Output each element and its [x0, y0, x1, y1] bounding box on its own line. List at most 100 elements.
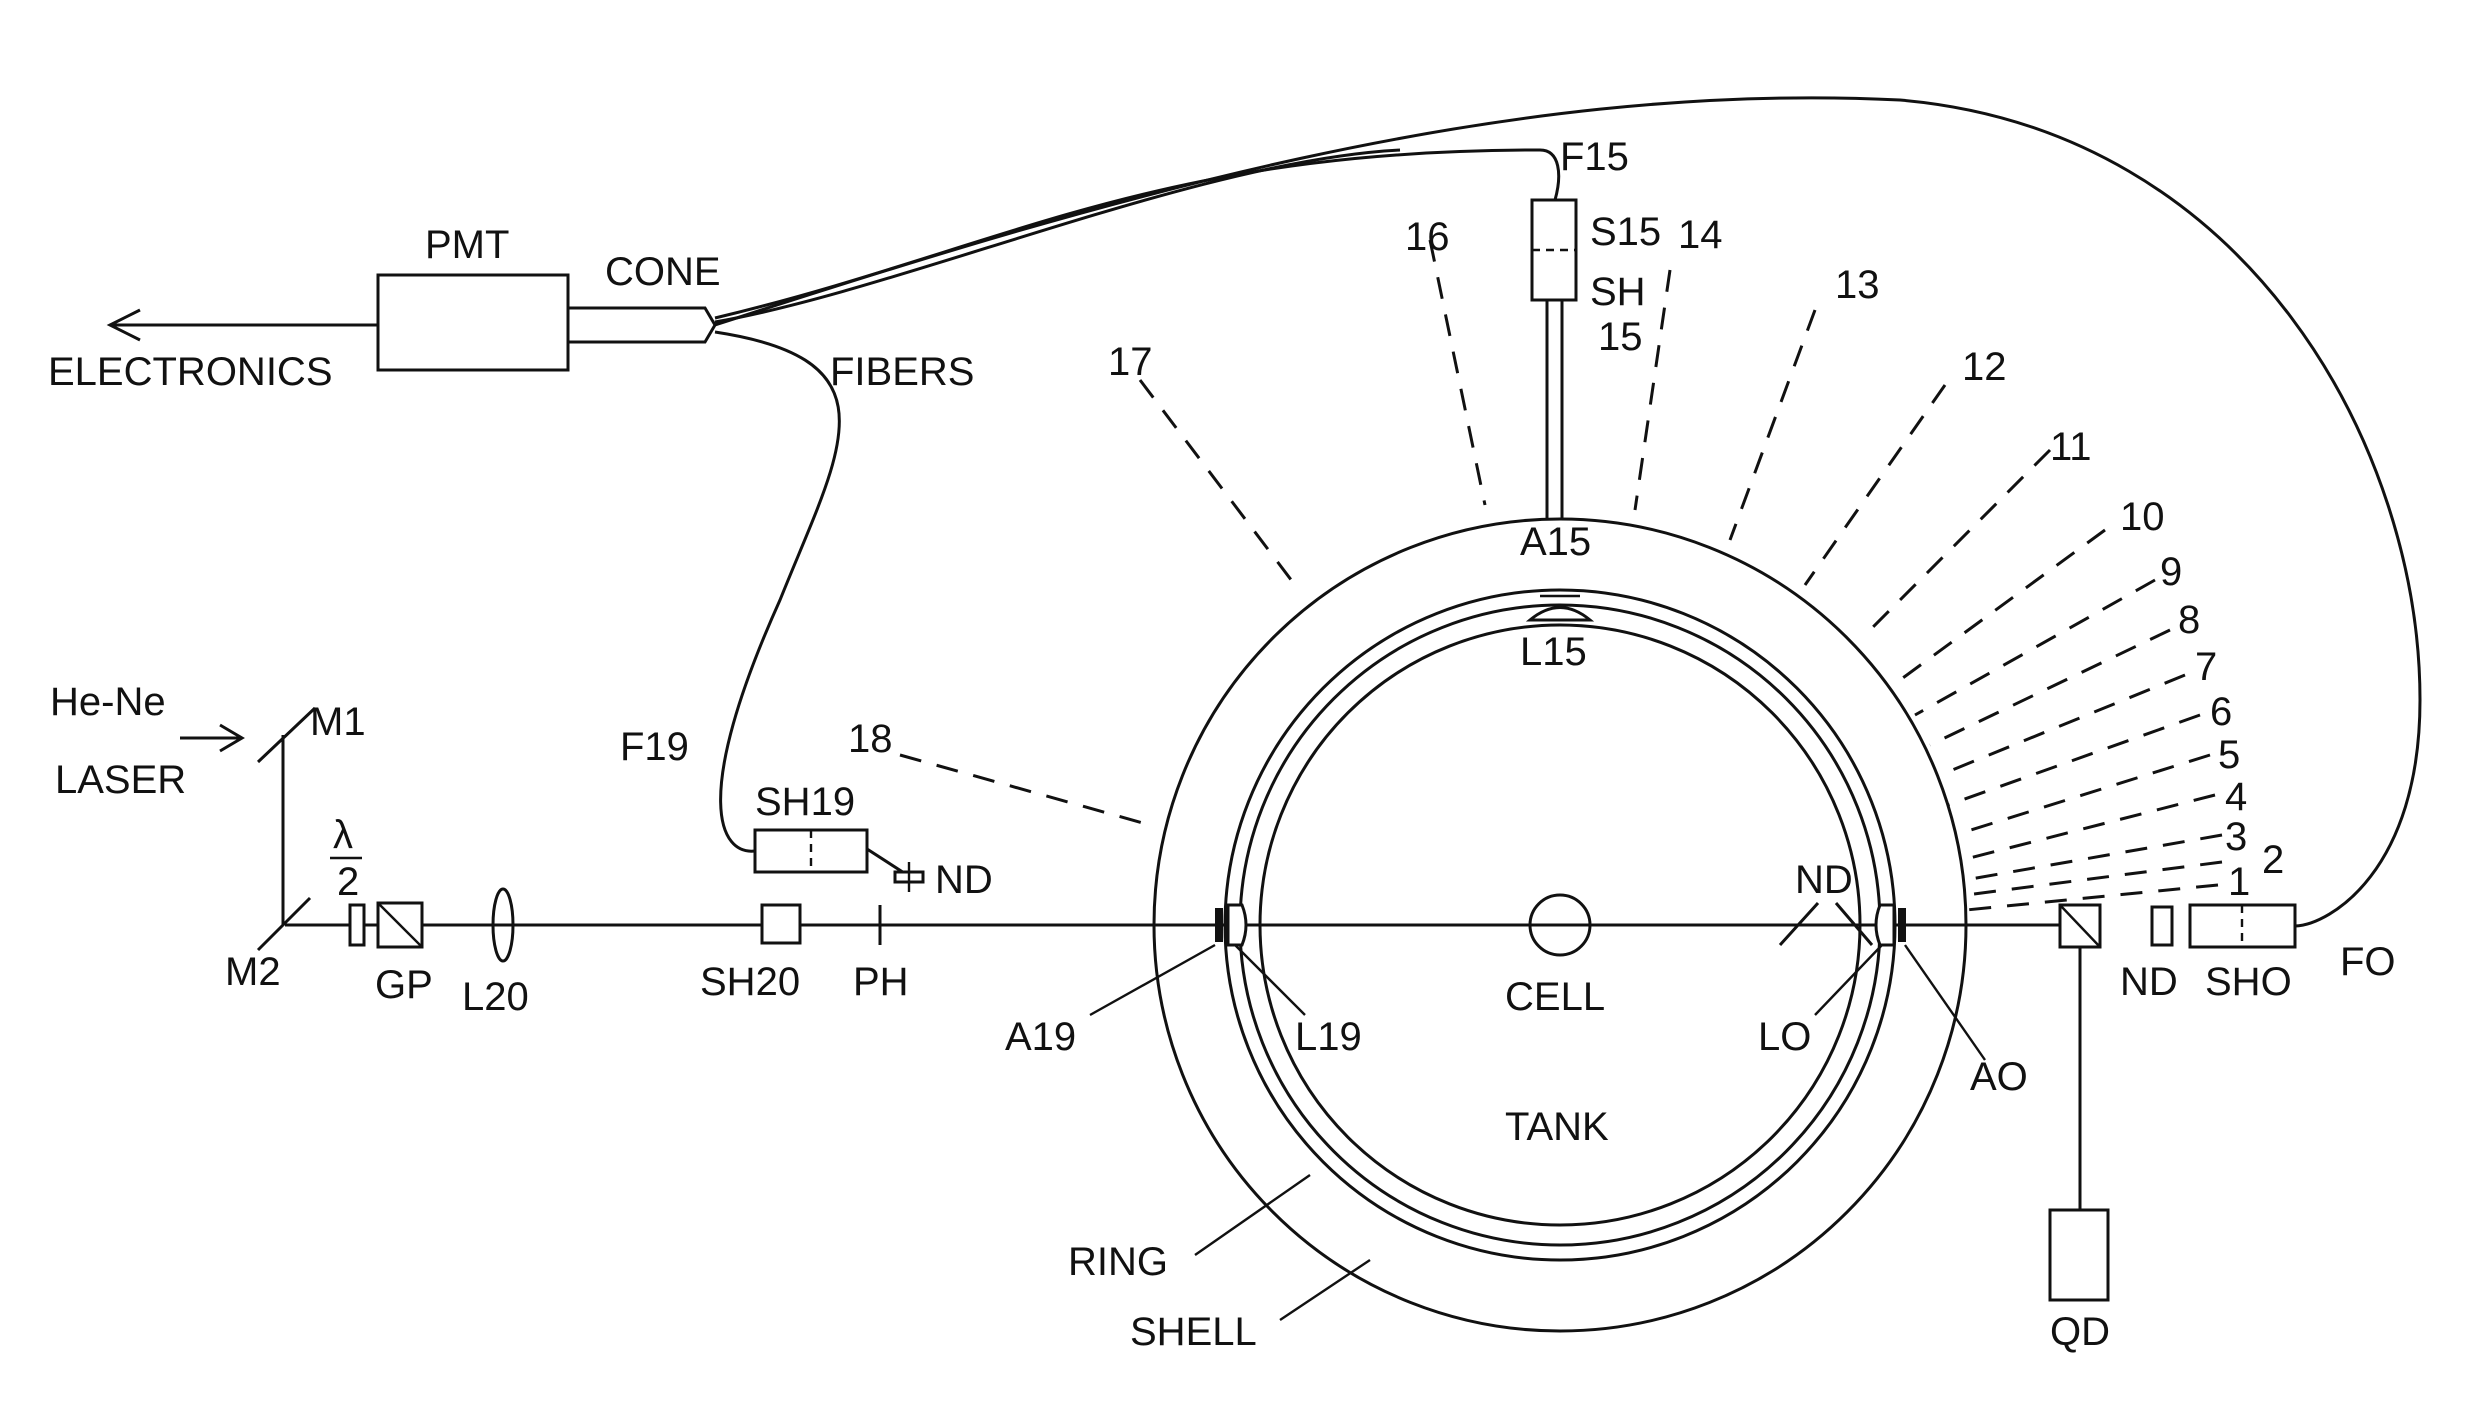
- fiber-f19: [714, 330, 841, 853]
- detector-6-label: 6: [2210, 690, 2232, 734]
- sho-label: SHO: [2205, 960, 2292, 1004]
- detector-18-label: 18: [848, 717, 893, 761]
- shell-leader: [1279, 1259, 1371, 1321]
- s15-label: S15: [1590, 210, 1661, 254]
- fo-label: FO: [2340, 940, 2396, 984]
- detector-2-line: [1965, 860, 2223, 897]
- detector-17-line: [1138, 379, 1297, 586]
- lo-leader: [1814, 944, 1883, 1016]
- detector-4-label: 4: [2225, 775, 2247, 819]
- detector-7-line: [1939, 673, 2186, 777]
- ring-label: RING: [1068, 1240, 1168, 1284]
- detector-3-line: [1964, 833, 2223, 882]
- detector-7-label: 7: [2195, 645, 2217, 689]
- shutter-sh20: [760, 903, 802, 945]
- detector-14-line: [1633, 269, 1672, 511]
- fiber-fo: [714, 96, 2422, 928]
- l20-label: L20: [462, 975, 529, 1019]
- a19-leader: [1089, 943, 1216, 1017]
- detector-16-line: [1428, 239, 1487, 506]
- m2-label: M2: [225, 950, 281, 994]
- lens-l15: [1525, 606, 1595, 622]
- detector-2-label: 2: [2262, 838, 2284, 882]
- electronics-arrow-icon: [106, 308, 141, 342]
- l19-label: L19: [1295, 1015, 1362, 1059]
- f15-label: F15: [1560, 135, 1629, 179]
- n15-label: 15: [1598, 315, 1643, 359]
- gp-label: GP: [375, 963, 433, 1007]
- detector-12-label: 12: [1962, 345, 2007, 389]
- labels: PMT CONE ELECTRONICS FIBERS F15 S15 SH 1…: [48, 135, 2396, 1354]
- beam-splitter-right-diagonal: [2059, 904, 2101, 948]
- lambda-label: λ: [333, 813, 353, 857]
- detector-8-label: 8: [2178, 598, 2200, 642]
- detector-6-line: [1947, 713, 2201, 807]
- nd-right-left-arm: [1778, 901, 1820, 947]
- he-ne-label: He-Ne: [50, 680, 166, 724]
- mirror-m1: [256, 706, 317, 764]
- m1-label: M1: [310, 700, 366, 744]
- cone-box: [566, 306, 717, 344]
- lo-label: LO: [1758, 1015, 1811, 1059]
- shell-label: SHELL: [1130, 1310, 1257, 1354]
- detector-8-line: [1929, 628, 2171, 747]
- aperture-a19: [1215, 908, 1223, 942]
- ring-leader: [1194, 1174, 1311, 1256]
- aperture-ao: [1898, 908, 1906, 942]
- detector-9-label: 9: [2160, 550, 2182, 594]
- fibers-label: FIBERS: [830, 350, 974, 394]
- sh-label: SH: [1590, 270, 1646, 314]
- cell-label: CELL: [1505, 975, 1605, 1019]
- nd-left-label: ND: [935, 858, 993, 902]
- qd-label: QD: [2050, 1310, 2110, 1354]
- detector-14-label: 14: [1678, 213, 1723, 257]
- detector-4-line: [1961, 793, 2216, 862]
- detector-positions: [899, 239, 2223, 912]
- a15-label: A15: [1520, 520, 1591, 564]
- l19-leader: [1234, 944, 1306, 1016]
- laser-input-arrow-icon: [219, 723, 245, 753]
- glan-prism-diagonal: [377, 902, 423, 948]
- ao-leader: [1904, 944, 1986, 1061]
- detector-12-line: [1803, 384, 1947, 586]
- ph-label: PH: [853, 960, 909, 1004]
- detector-11-label: 11: [2050, 425, 2092, 469]
- detector-5-label: 5: [2218, 733, 2240, 777]
- ao-label: AO: [1970, 1055, 2028, 1099]
- detector-1-line: [1965, 883, 2219, 912]
- cone-label: CONE: [605, 250, 721, 294]
- a19-label: A19: [1005, 1015, 1076, 1059]
- detector-16-label: 16: [1405, 215, 1450, 259]
- nd-filter-bottom: [2150, 905, 2174, 947]
- detector-11-line: [1863, 448, 2052, 637]
- half-wave-plate: [348, 903, 366, 947]
- two-label: 2: [337, 860, 359, 904]
- quadrant-detector: [2048, 1208, 2110, 1302]
- detector-10-line: [1899, 528, 2106, 682]
- f19-label: F19: [620, 725, 689, 769]
- lens-l20: [491, 887, 515, 963]
- electronics-label: ELECTRONICS: [48, 350, 333, 394]
- nd-right-label: ND: [1795, 858, 1853, 902]
- laser-label: LASER: [55, 758, 186, 802]
- detector-9-line: [1914, 578, 2156, 717]
- detector-10-label: 10: [2120, 495, 2165, 539]
- detector-17-label: 17: [1108, 340, 1153, 384]
- sh20-label: SH20: [700, 960, 800, 1004]
- l15-label: L15: [1520, 630, 1587, 674]
- tank-label: TANK: [1505, 1105, 1609, 1149]
- pmt-box: [376, 273, 570, 372]
- detector-18-line: [899, 753, 1151, 827]
- pmt-label: PMT: [425, 223, 509, 267]
- detector-13-label: 13: [1835, 263, 1880, 307]
- detector-13-line: [1728, 309, 1817, 541]
- sh19-label: SH19: [755, 780, 855, 824]
- fiber-bundle: [714, 148, 1401, 324]
- detector-1-label: 1: [2228, 860, 2250, 904]
- lens-lo: [1874, 903, 1896, 947]
- nd-right-right-arm: [1834, 902, 1874, 946]
- nd-bottom-label: ND: [2120, 960, 2178, 1004]
- detector-3-label: 3: [2225, 815, 2247, 859]
